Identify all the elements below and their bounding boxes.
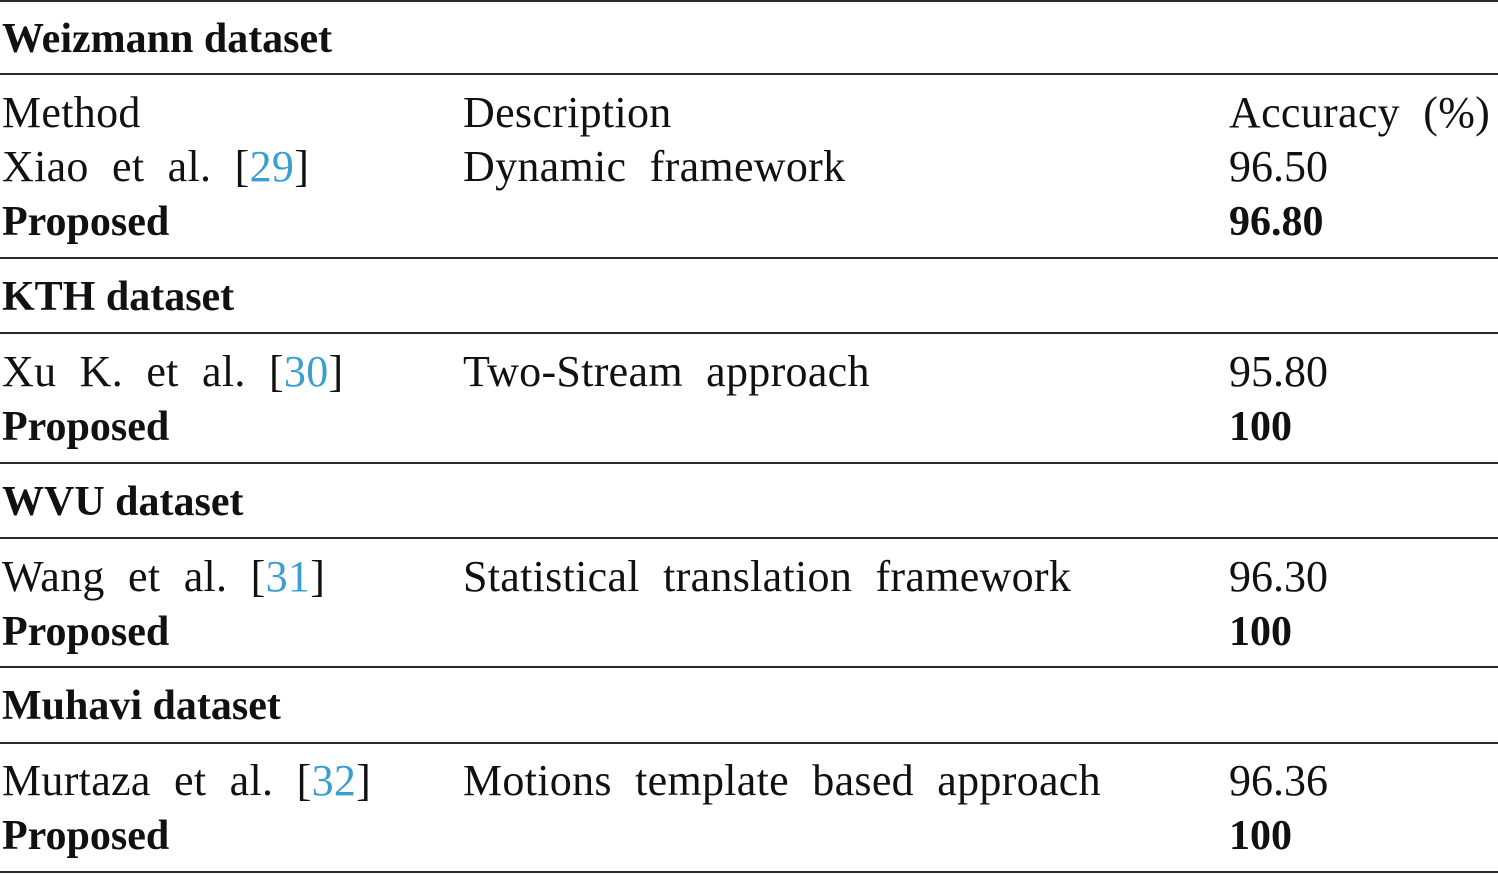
description-cell: Two-Stream approach — [463, 347, 870, 396]
bracket-close: ] — [356, 756, 372, 805]
column-header-description: Description — [463, 88, 672, 137]
table-rule — [0, 537, 1498, 539]
method-text: Wang et al. [ — [2, 552, 266, 601]
section-title-kth: KTH dataset — [2, 274, 235, 320]
proposed-method-cell: Proposed — [2, 404, 170, 450]
proposed-accuracy-cell: 100 — [1229, 813, 1292, 859]
method-cell: Murtaza et al. [32] — [2, 756, 371, 806]
description-cell: Motions template based approach — [463, 756, 1101, 805]
table-rule — [0, 871, 1498, 873]
table-rule — [0, 666, 1498, 668]
method-text: Xiao et al. [ — [2, 142, 250, 191]
reference-link[interactable]: 29 — [249, 142, 295, 191]
table-rule — [0, 73, 1498, 75]
reference-link[interactable]: 31 — [265, 552, 311, 601]
description-cell: Dynamic framework — [463, 142, 846, 191]
section-title-wvu: WVU dataset — [2, 479, 244, 525]
table-rule — [0, 462, 1498, 464]
accuracy-cell: 95.80 — [1229, 347, 1328, 396]
column-header-method: Method — [2, 88, 141, 137]
proposed-accuracy-cell: 96.80 — [1229, 199, 1324, 245]
section-title-muhavi: Muhavi dataset — [2, 683, 281, 729]
table-rule — [0, 332, 1498, 334]
proposed-accuracy-cell: 100 — [1229, 609, 1292, 655]
proposed-method-cell: Proposed — [2, 813, 170, 859]
reference-link[interactable]: 32 — [311, 756, 357, 805]
method-cell: Wang et al. [31] — [2, 552, 325, 602]
proposed-method-cell: Proposed — [2, 609, 170, 655]
proposed-accuracy-cell: 100 — [1229, 404, 1292, 450]
section-title-weizmann: Weizmann dataset — [2, 16, 333, 62]
accuracy-cell: 96.50 — [1229, 142, 1328, 191]
method-text: Murtaza et al. [ — [2, 756, 312, 805]
table-rule — [0, 0, 1498, 2]
method-cell: Xu K. et al. [30] — [2, 347, 343, 397]
accuracy-cell: 96.36 — [1229, 756, 1328, 805]
bracket-close: ] — [310, 552, 326, 601]
method-text: Xu K. et al. [ — [2, 347, 284, 396]
description-cell: Statistical translation framework — [463, 552, 1072, 601]
proposed-method-cell: Proposed — [2, 199, 170, 245]
bracket-close: ] — [328, 347, 344, 396]
method-cell: Xiao et al. [29] — [2, 142, 309, 192]
accuracy-cell: 96.30 — [1229, 552, 1328, 601]
table-rule — [0, 742, 1498, 744]
table-rule — [0, 257, 1498, 259]
bracket-close: ] — [294, 142, 310, 191]
column-header-accuracy: Accuracy (%) — [1229, 88, 1491, 137]
reference-link[interactable]: 30 — [283, 347, 329, 396]
